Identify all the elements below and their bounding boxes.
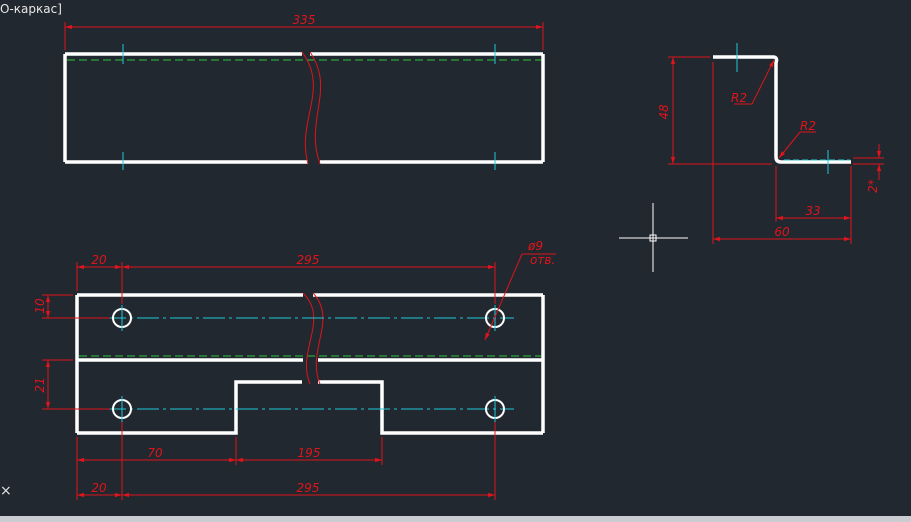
flat-view-centerlines [104, 317, 514, 410]
dimension-hole-offset-vertical-lower[interactable]: 21 [33, 360, 51, 409]
top-view-break-lines [301, 51, 322, 165]
dimension-flange-length[interactable]: 33 [776, 204, 851, 221]
dimension-label-295-bottom: 295 [297, 481, 320, 495]
viewport-view-label[interactable]: О-каркас] [0, 2, 62, 16]
dimension-label-195: 195 [298, 446, 321, 460]
dimension-label-295-top: 295 [297, 253, 320, 267]
hole-note-label: отв. [530, 253, 555, 267]
dimension-label-20-bottom: 20 [91, 481, 107, 495]
top-view-outline [63, 52, 545, 164]
flat-view-break-lines [302, 292, 324, 385]
dimension-thickness[interactable]: 2* [853, 144, 884, 193]
model-layout-tab-strip [0, 516, 911, 522]
dimension-label-33: 33 [805, 204, 820, 218]
radius-callout-inner[interactable]: R2 [731, 59, 775, 105]
ucs-axis-icon: × [0, 483, 12, 499]
radius-callout-outer[interactable]: R2 [778, 119, 816, 159]
side-profile-centerlines [736, 43, 850, 174]
hole-bottom-left [112, 396, 132, 422]
dimension-label-21: 21 [33, 377, 47, 392]
dimension-height[interactable]: 48 [657, 56, 772, 165]
dimension-cutout-width[interactable]: 195 [236, 446, 382, 463]
hole-top-left [112, 305, 132, 331]
dimension-label-thickness: 2* [866, 179, 880, 193]
dimension-label-10: 10 [33, 298, 47, 314]
hole-bottom-right [485, 396, 505, 422]
crosshair-cursor-icon [619, 203, 688, 272]
dimension-overall-length[interactable]: 335 [64, 13, 544, 50]
dimension-label-48: 48 [657, 104, 671, 120]
dimension-label-60: 60 [774, 225, 790, 239]
dimension-hole-offset-top[interactable]: 20 [77, 253, 122, 270]
dimension-hole-spacing-bottom[interactable]: 295 [122, 481, 495, 498]
top-view: 335 [63, 13, 545, 170]
dimension-hole-spacing-top[interactable]: 295 [122, 253, 495, 270]
radius-label-outer: R2 [800, 119, 816, 133]
dimension-label-20-top: 20 [91, 253, 107, 267]
side-profile-view: 48 R2 R2 33 [657, 43, 884, 244]
dimension-hole-offset-vertical-upper[interactable]: 10 [33, 295, 51, 318]
dimension-cutout-offset[interactable]: 70 [77, 446, 236, 463]
dimension-label-70: 70 [147, 446, 163, 460]
side-profile-outline [713, 55, 851, 164]
radius-label-inner: R2 [731, 91, 747, 105]
hole-diameter-label: ø9 [527, 239, 543, 253]
flat-view-holes [112, 305, 505, 422]
dimension-hole-offset-bottom[interactable]: 20 [77, 481, 122, 498]
hole-diameter-callout[interactable]: ø9 отв. [484, 239, 556, 341]
dimension-label-335: 335 [293, 13, 316, 27]
top-view-hole-marks [122, 44, 496, 170]
dimension-overall-width[interactable]: 60 [713, 225, 851, 242]
flat-view: 20 295 ø9 отв. 10 [33, 239, 556, 500]
flat-view-outline [75, 293, 545, 435]
